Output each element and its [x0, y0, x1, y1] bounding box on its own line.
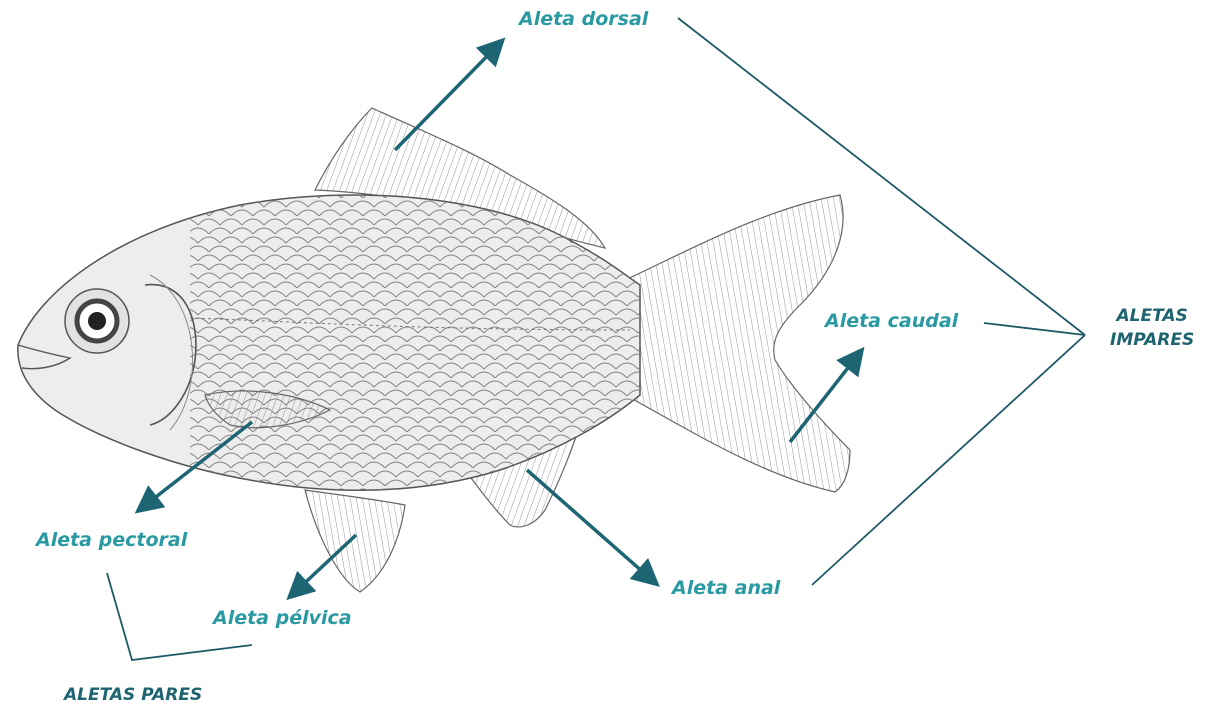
label-aleta-caudal: Aleta caudal: [825, 310, 958, 332]
anal-arrow: [527, 470, 652, 580]
group-aletas-pares: ALETAS PARES: [64, 683, 202, 707]
label-aleta-anal: Aleta anal: [672, 577, 780, 599]
group-aletas-impares: ALETAS IMPARES: [1110, 304, 1194, 352]
impares-bracket-bottom: [812, 335, 1085, 585]
group-impares-line2: IMPARES: [1110, 328, 1194, 352]
caudal-fin: [625, 195, 850, 492]
label-aleta-pelvica: Aleta pélvica: [213, 607, 352, 629]
label-aleta-pectoral: Aleta pectoral: [36, 529, 187, 551]
group-impares-line1: ALETAS: [1110, 304, 1194, 328]
pelvic-fin: [305, 490, 405, 592]
dorsal-arrow: [395, 45, 498, 150]
impares-bracket-mid: [984, 323, 1085, 335]
label-aleta-dorsal: Aleta dorsal: [519, 8, 648, 30]
